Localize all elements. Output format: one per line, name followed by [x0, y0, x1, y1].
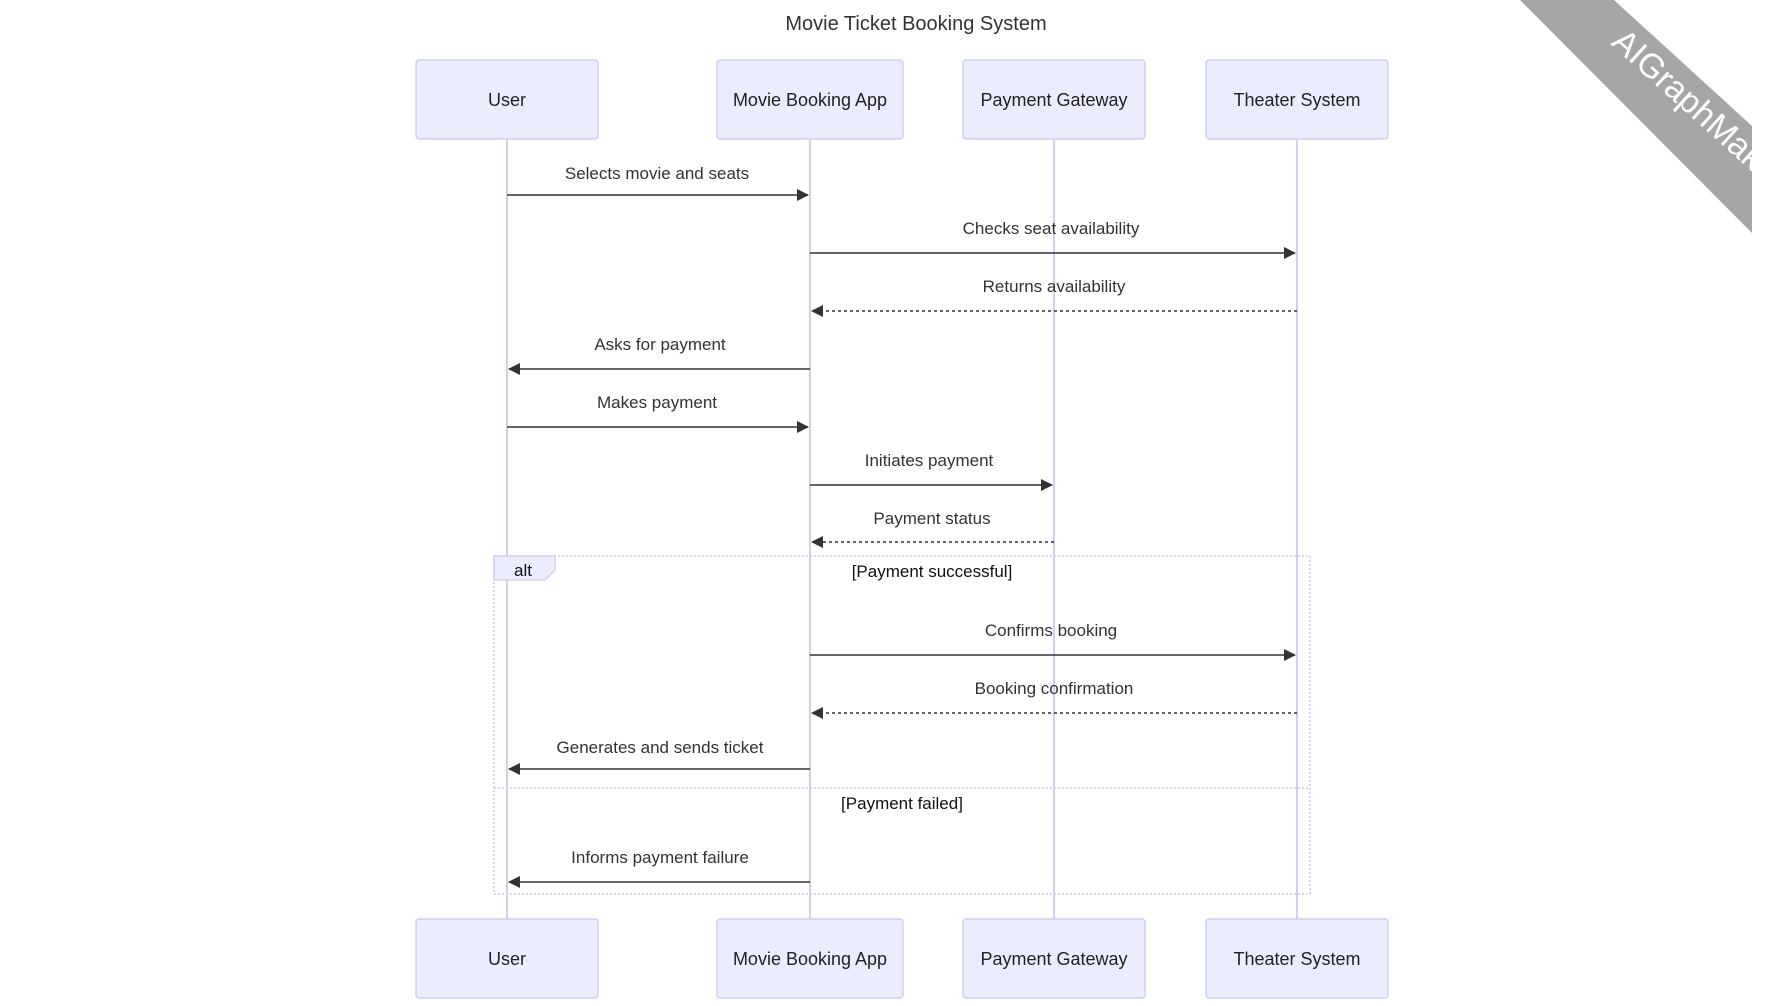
- alt-frame: alt [Payment successful] [Payment failed…: [493, 555, 1311, 895]
- actor-bottom-movie-booking-app: Movie Booking App: [716, 918, 904, 999]
- actor-label: Theater System: [1233, 90, 1360, 110]
- message-label: Checks seat availability: [963, 219, 1140, 238]
- actor-box: [1205, 918, 1389, 999]
- alt-frame-border: [493, 555, 1311, 895]
- message-generates-and-sends-ticket: Generates and sends ticket: [508, 738, 810, 775]
- alt-frame-keyword: alt: [514, 561, 532, 580]
- message-informs-payment-failure: Informs payment failure: [508, 848, 810, 888]
- message-label: Asks for payment: [594, 335, 726, 354]
- message-label: Initiates payment: [865, 451, 994, 470]
- message-checks-seat-availability: Checks seat availability: [810, 219, 1296, 259]
- message-label: Selects movie and seats: [565, 164, 749, 183]
- actor-label: Theater System: [1233, 949, 1360, 969]
- alt-branch-condition-failed: [Payment failed]: [841, 794, 963, 813]
- message-booking-confirmation: Booking confirmation: [811, 679, 1297, 719]
- actor-bottom-user: User: [415, 918, 599, 999]
- message-label: Informs payment failure: [571, 848, 749, 867]
- message-returns-availability: Returns availability: [811, 277, 1297, 317]
- actor-top-payment-gateway: Payment Gateway: [962, 59, 1146, 140]
- actor-label: Movie Booking App: [733, 949, 887, 969]
- message-payment-status: Payment status: [811, 509, 1054, 548]
- actor-top-user: User: [415, 59, 599, 140]
- actor-box: [962, 59, 1146, 140]
- message-asks-for-payment: Asks for payment: [508, 335, 810, 375]
- message-label: Generates and sends ticket: [557, 738, 764, 757]
- actor-box: [1205, 59, 1389, 140]
- actor-label: User: [488, 949, 526, 969]
- actor-box: [962, 918, 1146, 999]
- message-label: Makes payment: [597, 393, 717, 412]
- actor-label: User: [488, 90, 526, 110]
- lifelines: [506, 140, 1298, 920]
- alt-frame-tab: [493, 555, 556, 581]
- message-initiates-payment: Initiates payment: [810, 451, 1053, 491]
- actor-label: Payment Gateway: [980, 949, 1127, 969]
- actor-label: Payment Gateway: [980, 90, 1127, 110]
- actor-label: Movie Booking App: [733, 90, 887, 110]
- actor-box: [716, 918, 904, 999]
- watermark-text: AIGraphMaker.net: [1605, 22, 1792, 235]
- actor-box: [415, 59, 599, 140]
- message-label: Confirms booking: [985, 621, 1117, 640]
- watermark-band: [1520, 0, 1752, 233]
- actor-box: [716, 59, 904, 140]
- message-selects-movie-and-seats: Selects movie and seats: [507, 164, 809, 201]
- diagram-title: Movie Ticket Booking System: [785, 13, 1046, 35]
- actor-bottom-theater-system: Theater System: [1205, 918, 1389, 999]
- actor-bottom-payment-gateway: Payment Gateway: [962, 918, 1146, 999]
- actor-top-movie-booking-app: Movie Booking App: [716, 59, 904, 140]
- message-label: Returns availability: [983, 277, 1126, 296]
- actor-box: [415, 918, 599, 999]
- actor-top-theater-system: Theater System: [1205, 59, 1389, 140]
- message-makes-payment: Makes payment: [507, 393, 809, 433]
- message-label: Payment status: [873, 509, 990, 528]
- message-confirms-booking: Confirms booking: [810, 621, 1296, 661]
- alt-branch-condition-success: [Payment successful]: [852, 562, 1013, 581]
- watermark-ribbon: AIGraphMaker.net: [1520, 0, 1792, 235]
- message-label: Booking confirmation: [975, 679, 1134, 698]
